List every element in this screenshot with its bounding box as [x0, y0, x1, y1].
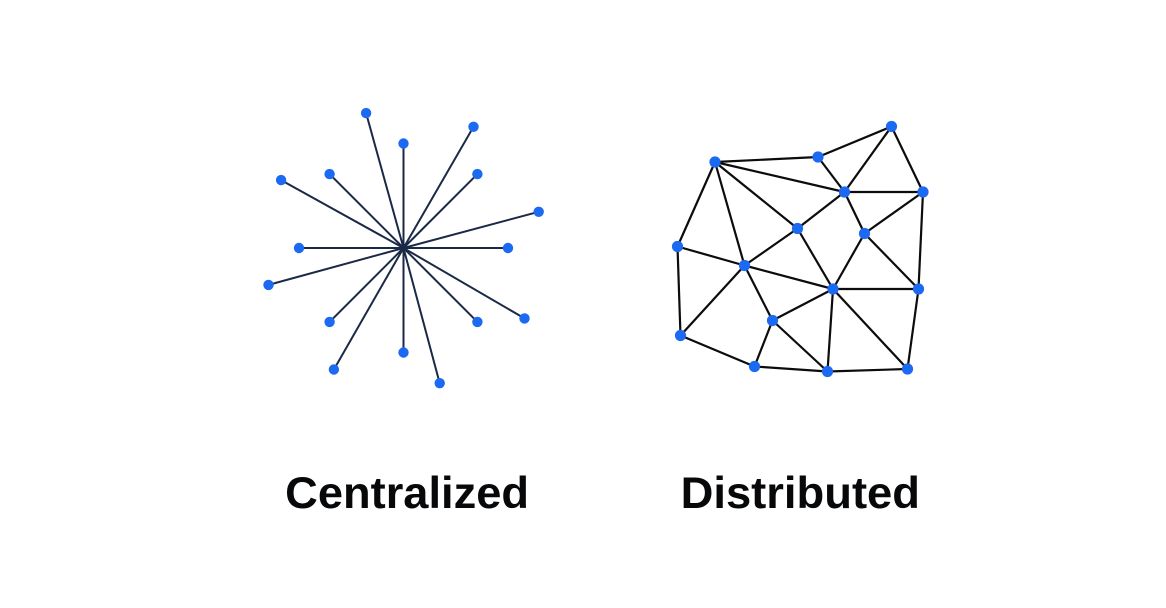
- svg-text:Centralized: Centralized: [285, 469, 529, 518]
- svg-text:Distributed: Distributed: [681, 469, 920, 518]
